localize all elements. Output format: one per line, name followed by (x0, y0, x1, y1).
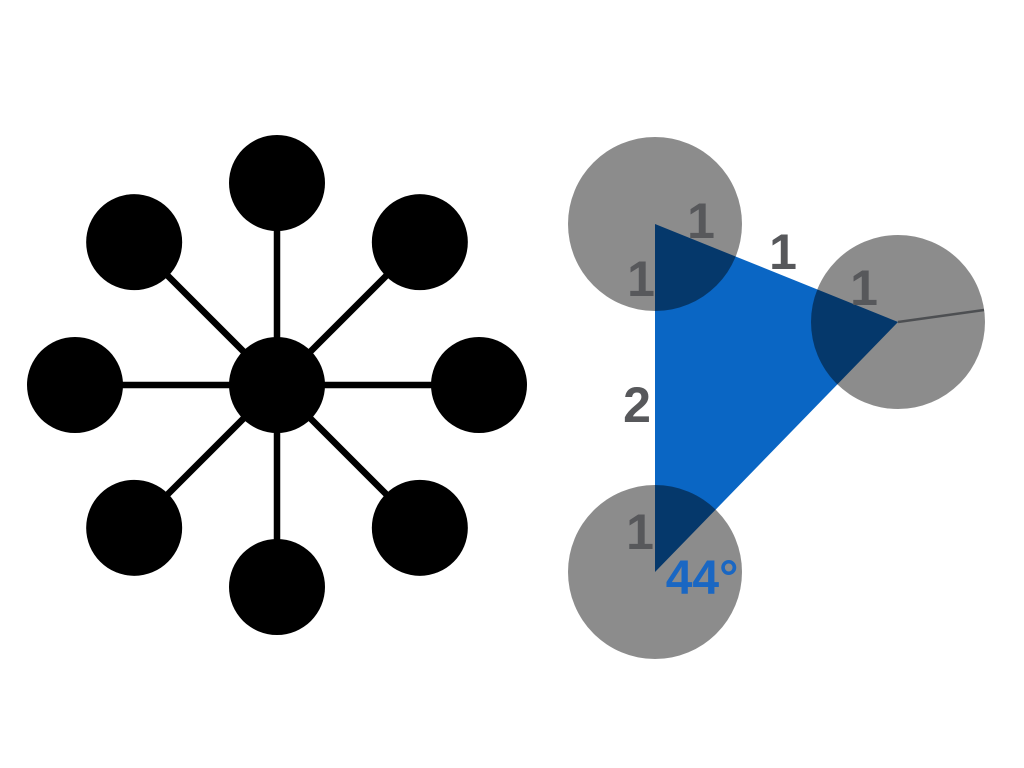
angle-label: 44° (666, 552, 739, 605)
hub-center-node (229, 337, 325, 433)
hub-outer-node (431, 337, 527, 433)
hub-outer-node (371, 194, 468, 291)
vertex-circle-2 (568, 485, 742, 659)
hub-outer-node (371, 479, 468, 576)
radius-label-top-circle-left: 1 (627, 251, 655, 307)
hub-outer-node (86, 194, 183, 291)
hub-outer-node (86, 479, 183, 576)
side-label-top: 1 (769, 224, 797, 280)
triangle-shape (655, 224, 898, 572)
hub-outer-node (229, 135, 325, 231)
hub-outer-node (229, 539, 325, 635)
vertex-circle-0 (568, 137, 742, 311)
radius-label-right-circle: 1 (850, 260, 878, 316)
hub-outer-node (27, 337, 123, 433)
radius-label-bottom-circle: 1 (626, 504, 654, 560)
hub-spoke-figure (27, 135, 527, 635)
radius-label-top-circle-right: 1 (687, 193, 715, 249)
right-circle-radius-line (897, 308, 985, 324)
side-label-left: 2 (623, 377, 651, 433)
